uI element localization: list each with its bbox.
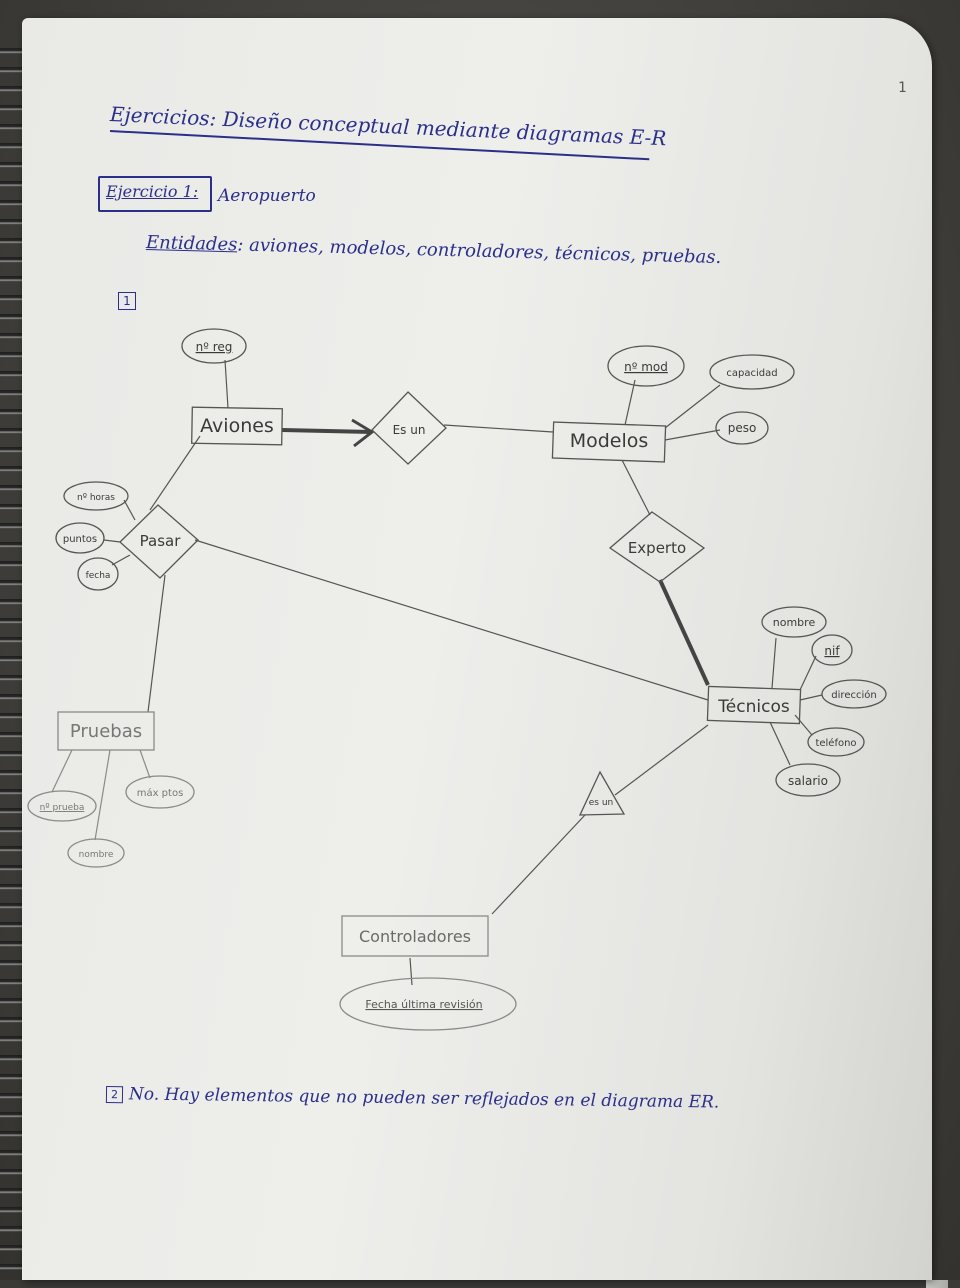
isa-triangle: es un bbox=[578, 770, 626, 816]
attribute-capacidad: capacidad bbox=[709, 354, 795, 390]
attribute-n-reg-label: nº reg bbox=[196, 340, 233, 354]
attribute-salario: salario bbox=[775, 763, 841, 797]
item-number-1: 1 bbox=[118, 292, 136, 310]
attribute-nombre-prueba: nombre bbox=[67, 838, 125, 868]
relationship-es-un-label: Es un bbox=[393, 423, 426, 437]
attribute-direccion-label: dirección bbox=[831, 689, 876, 701]
entity-aviones: Aviones bbox=[191, 406, 283, 446]
page-number: 1 bbox=[898, 80, 907, 96]
attribute-n-reg: nº reg bbox=[181, 328, 247, 364]
attribute-telefono-label: teléfono bbox=[815, 737, 856, 749]
attribute-capacidad-label: capacidad bbox=[726, 368, 777, 379]
attribute-nombre-prueba-label: nombre bbox=[79, 850, 114, 860]
relationship-pasar-label: Pasar bbox=[140, 532, 182, 550]
attribute-fecha-label: fecha bbox=[86, 571, 111, 581]
attribute-telefono: teléfono bbox=[807, 727, 865, 757]
attribute-direccion: dirección bbox=[821, 679, 887, 709]
entity-modelos-label: Modelos bbox=[570, 430, 649, 452]
item-number-2: 2 bbox=[105, 1086, 124, 1104]
exercise-label: Ejercicio 1: bbox=[106, 182, 199, 201]
attribute-n-prueba: nº prueba bbox=[27, 790, 97, 822]
attribute-salario-label: salario bbox=[788, 774, 828, 788]
entity-controladores-label: Controladores bbox=[359, 927, 471, 946]
attribute-nombre-tecnico-label: nombre bbox=[773, 616, 816, 629]
entity-pruebas-label: Pruebas bbox=[70, 721, 142, 742]
attribute-nombre-tecnico: nombre bbox=[761, 606, 827, 638]
exercise-name: Aeropuerto bbox=[218, 186, 316, 206]
entity-modelos: Modelos bbox=[551, 421, 667, 463]
attribute-max-ptos-label: máx ptos bbox=[137, 787, 184, 799]
relationship-pasar: Pasar bbox=[119, 504, 199, 579]
attribute-n-prueba-label: nº prueba bbox=[40, 803, 85, 813]
attribute-n-horas: nº horas bbox=[63, 481, 129, 511]
attribute-puntos-label: puntos bbox=[63, 534, 97, 545]
attribute-puntos: puntos bbox=[55, 522, 105, 554]
relationship-experto-label: Experto bbox=[628, 539, 686, 557]
attribute-fecha-ultima-revision-label: Fecha última revisión bbox=[365, 998, 482, 1011]
connector-lines bbox=[51, 359, 823, 986]
attribute-max-ptos: máx ptos bbox=[125, 775, 195, 809]
entity-tecnicos: Técnicos bbox=[706, 685, 802, 725]
notebook-page bbox=[22, 18, 948, 1288]
attribute-n-horas-label: nº horas bbox=[77, 493, 115, 503]
relationship-experto: Experto bbox=[608, 511, 706, 583]
attribute-fecha: fecha bbox=[77, 557, 119, 591]
attribute-n-mod: nº mod bbox=[607, 345, 685, 387]
exercise-box bbox=[98, 176, 212, 212]
relationship-es-un: Es un bbox=[371, 391, 447, 465]
entity-pruebas: Pruebas bbox=[57, 711, 155, 751]
entity-aviones-label: Aviones bbox=[200, 415, 274, 437]
attribute-nif: nif bbox=[811, 634, 853, 666]
attribute-peso: peso bbox=[715, 411, 769, 445]
entity-tecnicos-label: Técnicos bbox=[717, 697, 790, 717]
attribute-peso-label: peso bbox=[728, 421, 757, 435]
attribute-n-mod-label: nº mod bbox=[624, 360, 668, 374]
entity-controladores: Controladores bbox=[341, 915, 489, 957]
attribute-fecha-ultima-revision: Fecha última revisión bbox=[339, 977, 517, 1031]
attribute-nif-label: nif bbox=[824, 644, 840, 658]
isa-triangle-label: es un bbox=[589, 798, 614, 808]
